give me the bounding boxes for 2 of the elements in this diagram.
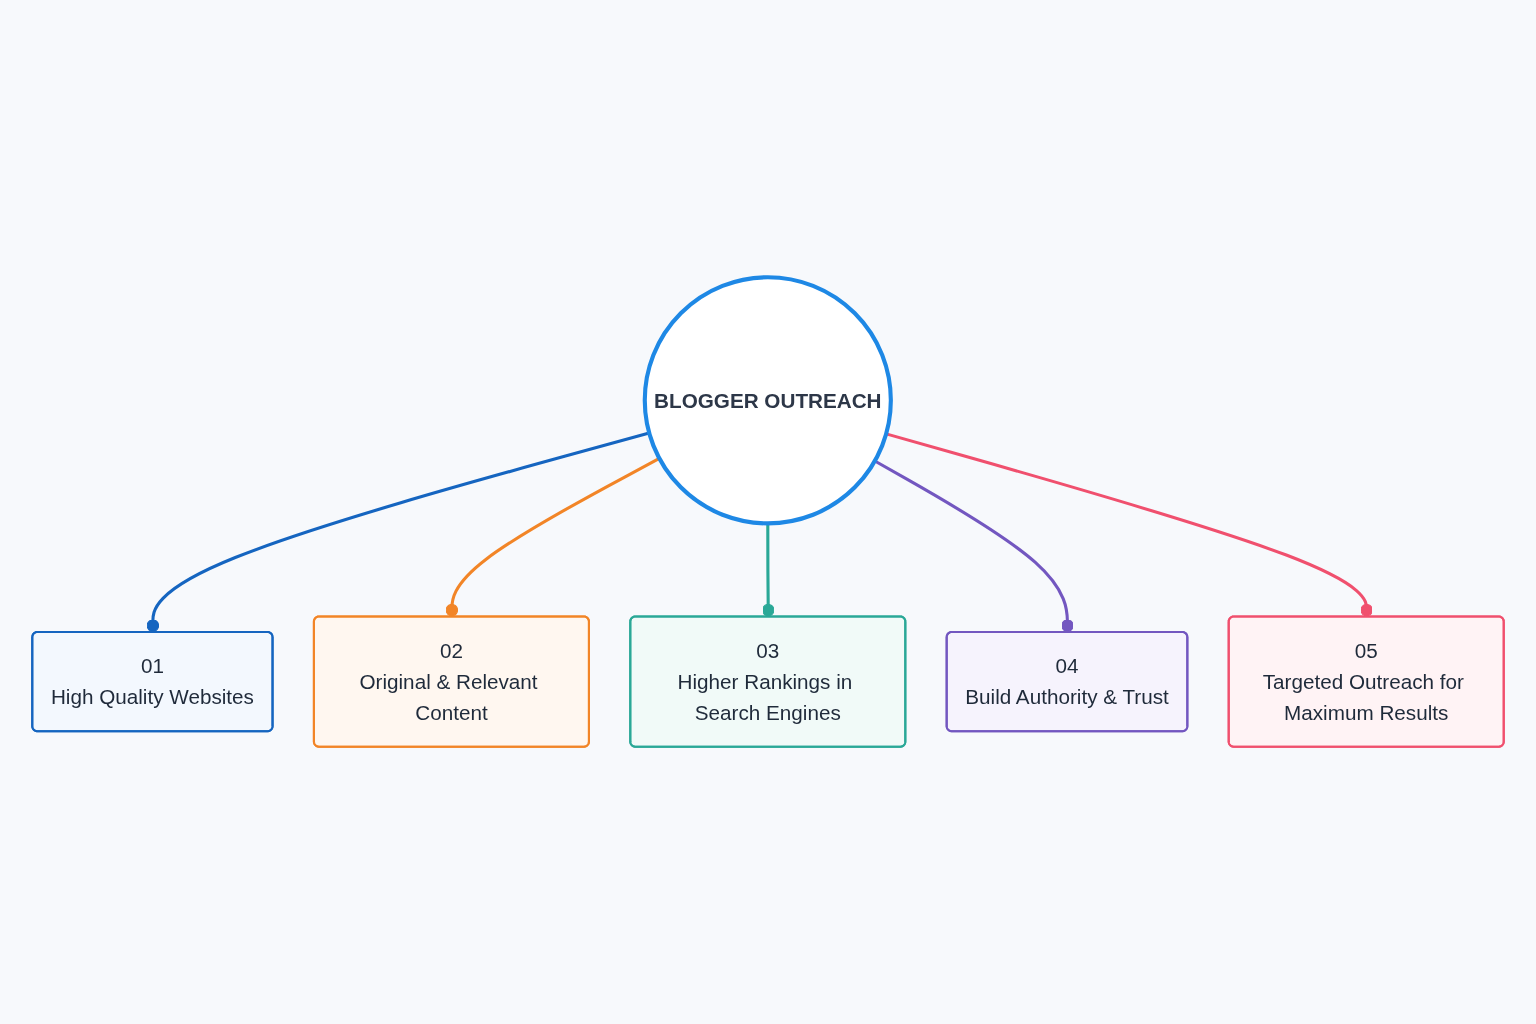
connector: [762, 523, 775, 617]
node-circle: BLOGGER OUTREACH: [642, 275, 893, 526]
